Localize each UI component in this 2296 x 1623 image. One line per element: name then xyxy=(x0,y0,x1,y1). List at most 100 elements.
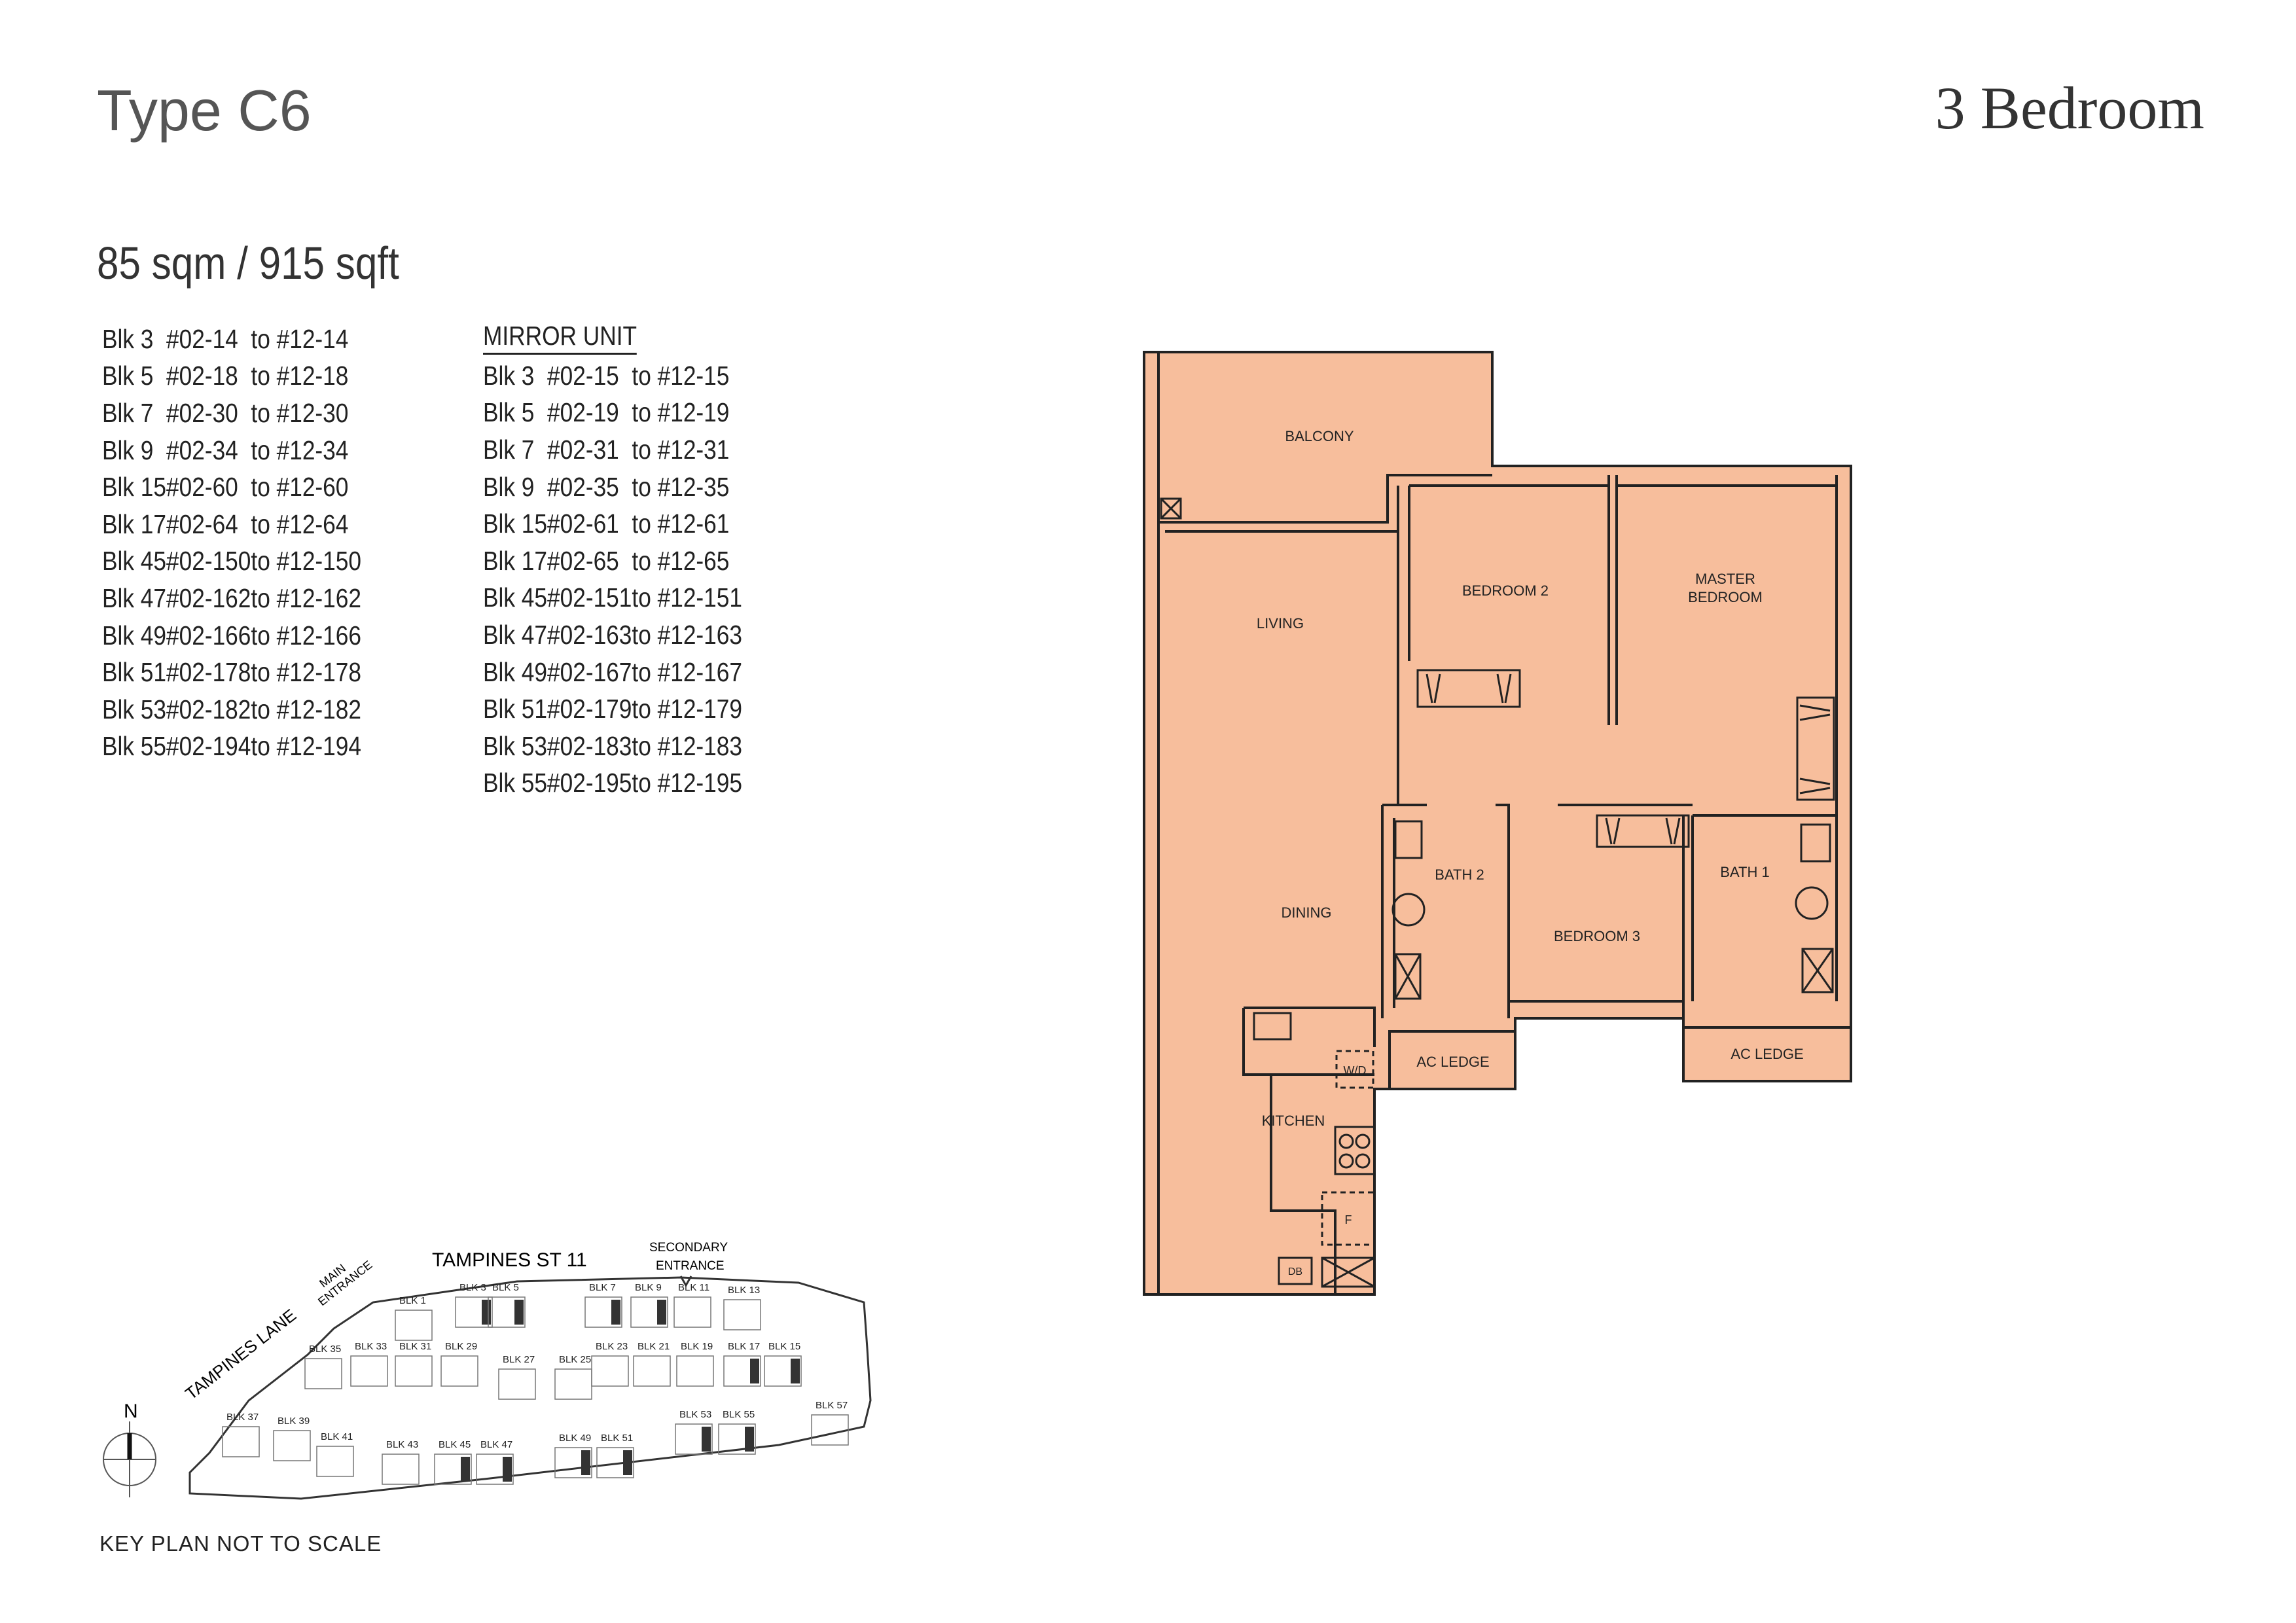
washer-dryer-icon xyxy=(1335,1050,1374,1089)
ac-ledge-right-wall xyxy=(1682,1026,1852,1082)
unit-block: Blk 9 xyxy=(483,471,535,502)
bath1-walls xyxy=(1682,814,1837,1018)
hob-burner-1 xyxy=(1338,1133,1354,1149)
unit-block: Blk 53 xyxy=(483,730,547,761)
keyplan-block-label: BLK 45 xyxy=(439,1439,471,1450)
keyplan-block-label: BLK 55 xyxy=(723,1409,755,1420)
unit-block: Blk 55 xyxy=(102,731,166,762)
unit-from: #02-64 xyxy=(166,508,238,539)
keyplan-block-label: BLK 13 xyxy=(728,1285,760,1296)
unit-from: #02-150 xyxy=(166,546,251,577)
keyplan-unit-highlight xyxy=(503,1457,512,1482)
unit-to: to #12-166 xyxy=(251,620,362,651)
key-plan: TAMPINES ST 11 TAMPINES LANE MAIN ENTRAN… xyxy=(103,1241,872,1500)
keyplan-block-shape xyxy=(395,1355,433,1387)
label-master-1: MASTER xyxy=(1695,571,1755,587)
bath1-shower-cross xyxy=(1801,948,1834,993)
unit-block: Blk 51 xyxy=(483,694,547,724)
unit-from: #02-166 xyxy=(166,620,251,651)
label-bedroom3: BEDROOM 3 xyxy=(1554,928,1640,944)
keyplan-unit-highlight xyxy=(581,1450,590,1475)
unit-type-title: Type C6 xyxy=(97,78,312,143)
unit-to: to #12-35 xyxy=(632,471,730,502)
unit-to: to #12-167 xyxy=(632,656,743,687)
keyplan-block-shape xyxy=(476,1454,514,1485)
balcony-wall xyxy=(1158,474,1492,524)
unit-from: #02-151 xyxy=(547,582,632,613)
bath1-basin-icon xyxy=(1800,823,1831,863)
keyplan-block-label: BLK 37 xyxy=(226,1412,259,1423)
keyplan-block-label: BLK 27 xyxy=(503,1354,535,1365)
floor-plan: BALCONY BEDROOM 2 MASTER BEDROOM LIVING … xyxy=(1143,351,1852,1296)
label-fridge: F xyxy=(1345,1213,1352,1226)
keyplan-block-label: BLK 31 xyxy=(399,1341,431,1352)
unit-to: to #12-183 xyxy=(632,730,743,761)
keyplan-block-shape xyxy=(718,1423,756,1455)
unit-to: to #12-60 xyxy=(251,472,349,503)
kitchen-cabinet-cross xyxy=(1321,1257,1375,1288)
plan-fills xyxy=(1144,352,1851,1294)
unit-block: Blk 55 xyxy=(483,768,547,798)
keyplan-block-label: BLK 57 xyxy=(816,1400,848,1411)
unit-from: #02-61 xyxy=(547,508,619,539)
unit-to: to #12-150 xyxy=(251,546,362,577)
unit-block: Blk 47 xyxy=(102,582,166,613)
label-master-2: BEDROOM xyxy=(1688,589,1763,605)
keyplan-block-label: BLK 47 xyxy=(480,1439,512,1450)
wardrobe-master-doors xyxy=(1799,704,1831,794)
site-boundary xyxy=(188,1276,872,1500)
keyplan-block-label: BLK 19 xyxy=(681,1341,713,1352)
unit-from: #02-182 xyxy=(166,694,251,724)
keyplan-block-label: BLK 41 xyxy=(321,1431,353,1442)
unit-to: to #12-64 xyxy=(251,508,349,539)
keyplan-block-label: BLK 15 xyxy=(768,1341,800,1352)
keyplan-unit-highlight xyxy=(514,1300,524,1325)
unit-from: #02-183 xyxy=(547,730,632,761)
unit-block: Blk 5 xyxy=(102,361,154,391)
label-living: LIVING xyxy=(1257,615,1304,632)
unit-block: Blk 17 xyxy=(102,508,166,539)
keyplan-block-shape xyxy=(596,1447,634,1478)
room-labels: BALCONY BEDROOM 2 MASTER BEDROOM LIVING … xyxy=(1257,428,1804,1277)
keyplan-block-shape xyxy=(676,1355,714,1387)
bath2-walls xyxy=(1381,804,1510,1018)
distribution-board-icon xyxy=(1278,1257,1313,1285)
unit-from: #02-179 xyxy=(547,694,632,724)
keyplan-block-label: BLK 35 xyxy=(309,1344,341,1355)
unit-from: #02-65 xyxy=(547,545,619,576)
unit-to: to #12-194 xyxy=(251,731,362,762)
keyplan-block-label: BLK 25 xyxy=(559,1354,591,1365)
unit-from: #02-15 xyxy=(547,360,619,391)
unit-block: Blk 3 xyxy=(102,323,154,354)
wardrobe-bedroom2-icon xyxy=(1416,669,1521,708)
keyplan-block-shape xyxy=(554,1447,592,1478)
unit-from: #02-18 xyxy=(166,361,238,391)
keyplan-block-label: BLK 17 xyxy=(728,1341,760,1352)
keyplan-block-shape xyxy=(764,1355,802,1387)
hob-burner-2 xyxy=(1355,1133,1371,1149)
unit-from: #02-30 xyxy=(166,397,238,428)
keyplan-block-shape xyxy=(273,1430,311,1461)
keyplan-unit-highlight xyxy=(623,1450,632,1475)
unit-to: to #12-163 xyxy=(632,619,743,650)
keyplan-block-label: BLK 11 xyxy=(678,1282,709,1293)
keyplan-block-shape xyxy=(316,1446,354,1477)
keyplan-block-shape xyxy=(434,1454,472,1485)
keyplan-block-label: BLK 5 xyxy=(492,1282,519,1293)
